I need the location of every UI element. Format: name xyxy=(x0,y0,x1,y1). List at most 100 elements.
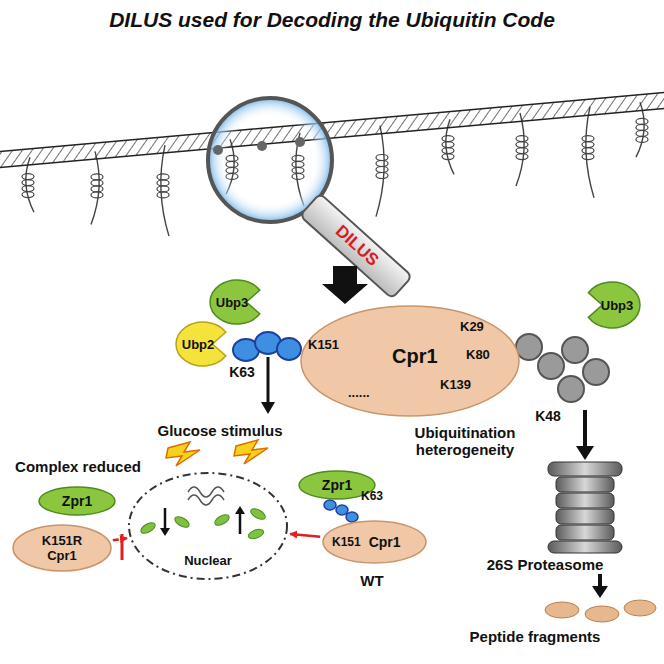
dna xyxy=(188,487,224,505)
wt-k63-chain xyxy=(324,500,358,522)
chain-label: K48 xyxy=(528,408,568,424)
coil xyxy=(157,180,169,186)
coil xyxy=(376,155,388,161)
coil xyxy=(442,154,454,160)
coil xyxy=(442,142,454,148)
node-text: Nuclear xyxy=(184,553,232,568)
node-text: Zpr1 xyxy=(62,493,92,509)
chain-label: K63 xyxy=(352,490,392,504)
node-text: K151 xyxy=(332,535,361,549)
arrow-head xyxy=(261,402,275,414)
coil xyxy=(22,174,34,180)
part-label: Peptide fragments xyxy=(440,628,630,645)
arrow-head xyxy=(235,506,245,514)
node-text: K151R xyxy=(42,533,82,548)
coil xyxy=(582,154,594,160)
node-text: ...... xyxy=(348,385,370,400)
ubp2-enzyme: Ubp2 xyxy=(176,322,230,366)
zpr1-leaves xyxy=(139,507,267,541)
pacman-shape xyxy=(588,282,640,328)
ellipse-shape xyxy=(301,306,519,416)
node-text: Cpr1 xyxy=(392,345,438,368)
coil xyxy=(376,167,388,173)
coil xyxy=(636,136,648,142)
node-text: Zpr1 xyxy=(322,477,352,493)
coil xyxy=(636,124,648,130)
zpr1-protein: Zpr1 xyxy=(38,486,116,516)
coil xyxy=(516,142,528,148)
part-label: 26S Proteasome xyxy=(470,556,620,573)
cpr1-protein: K151 Cpr1 xyxy=(322,520,427,564)
strand xyxy=(91,151,99,224)
k48-chain xyxy=(516,334,609,402)
lightning xyxy=(166,440,268,466)
pacman-shape xyxy=(176,322,226,366)
node-text: Ubp3 xyxy=(216,295,249,310)
coil xyxy=(91,180,103,186)
node-text: Cpr1 xyxy=(369,534,401,550)
cpr1-mutant: K151RCpr1 xyxy=(12,524,112,572)
coil xyxy=(91,192,103,198)
arrow-line xyxy=(267,357,270,404)
ellipse-shape xyxy=(13,525,111,571)
proteasome xyxy=(548,462,622,553)
coil xyxy=(91,174,103,180)
coil xyxy=(582,136,594,142)
coil xyxy=(376,161,388,167)
coil xyxy=(636,130,648,136)
pacman-shape xyxy=(210,280,260,324)
node-text: Ubp2 xyxy=(182,337,215,352)
dot xyxy=(257,141,267,151)
coil xyxy=(376,173,388,179)
coil xyxy=(442,148,454,154)
ubp3-enzyme: Ubp3 xyxy=(210,280,264,324)
node-text: Cpr1 xyxy=(47,548,77,563)
arrow-line xyxy=(583,410,587,448)
coil xyxy=(22,180,34,186)
coil xyxy=(636,118,648,124)
ubp3-enzyme: Ubp3 xyxy=(584,282,640,328)
coil xyxy=(157,186,169,192)
coil xyxy=(516,136,528,142)
strand xyxy=(516,113,524,186)
node-text: K151 xyxy=(308,337,339,352)
big-arrow xyxy=(322,266,368,304)
coil xyxy=(22,186,34,192)
nucleus: Nuclear xyxy=(128,472,288,580)
coil xyxy=(516,148,528,154)
dot xyxy=(295,137,305,147)
chain-label: K63 xyxy=(222,364,262,380)
cpr1-protein: Cpr1 K151 K29K80K139...... xyxy=(300,305,520,417)
coil xyxy=(582,142,594,148)
peptides xyxy=(545,600,656,622)
arrow-line xyxy=(598,574,602,588)
ellipse-shape xyxy=(323,521,426,563)
k63-chain xyxy=(233,332,301,361)
arrow-head xyxy=(592,586,608,598)
node-text: K139 xyxy=(440,377,471,392)
stimulus-label: Glucose stimulus xyxy=(150,422,290,439)
coil xyxy=(582,148,594,154)
ellipse-shape xyxy=(39,487,115,515)
note-label: Complex reduced xyxy=(8,458,148,475)
arrow-head xyxy=(160,528,170,536)
down-arrow xyxy=(164,508,167,530)
up-arrow xyxy=(239,512,242,534)
node-text: Ubp3 xyxy=(601,298,634,313)
coil xyxy=(91,186,103,192)
dot xyxy=(213,145,223,155)
coil xyxy=(22,192,34,198)
condition-label: WT xyxy=(352,572,392,589)
connector xyxy=(290,534,320,537)
node-text: K80 xyxy=(466,347,490,362)
coil xyxy=(157,174,169,180)
node-text: K29 xyxy=(460,319,484,334)
coil xyxy=(442,136,454,142)
arrow-head xyxy=(576,446,594,460)
connector xyxy=(113,538,127,540)
coil xyxy=(516,154,528,160)
note-label: Ubiquitination heterogeneity xyxy=(380,424,550,459)
ellipse-shape xyxy=(129,473,287,579)
coil xyxy=(157,192,169,198)
title: DILUS used for Decoding the Ubiquitin Co… xyxy=(0,8,664,32)
